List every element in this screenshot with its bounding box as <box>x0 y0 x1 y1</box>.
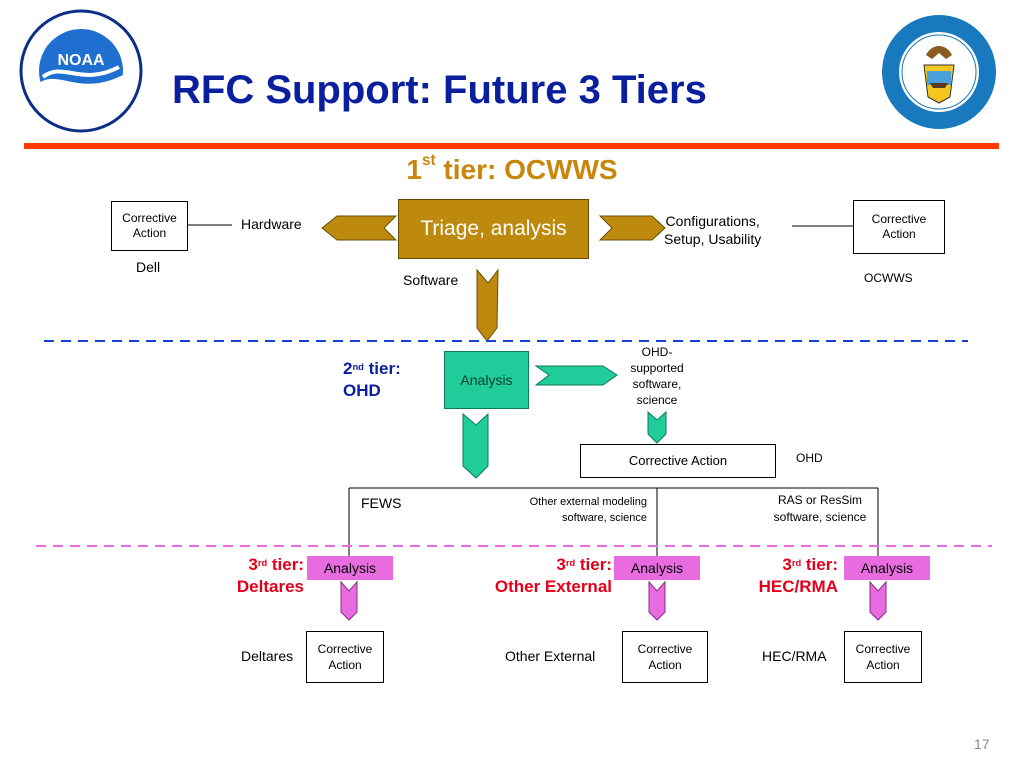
tier3-other-external-analysis: Analysis <box>614 556 700 580</box>
other-external-owner-label: Other External <box>505 648 596 664</box>
hardware-label: Hardware <box>241 216 302 232</box>
ohd-owner-label: OHD <box>796 451 823 465</box>
title-divider <box>24 143 999 149</box>
hec-arrow <box>869 580 887 621</box>
tier3-deltares-label: 3rd tier: Deltares <box>236 555 304 596</box>
ohd-supported-label: OHD- supported software, science <box>630 345 684 407</box>
software-label: Software <box>403 272 459 288</box>
tier3-deltares-analysis: Analysis <box>307 556 393 580</box>
tier3-hec-analysis: Analysis <box>844 556 930 580</box>
right-owner-label: OCWWS <box>864 271 913 285</box>
hec-owner-label: HEC/RMA <box>762 648 827 664</box>
ohd-action-arrow <box>647 410 667 444</box>
page-number: 17 <box>974 736 990 752</box>
tier2-label: 2nd tier: OHD <box>343 359 401 400</box>
slide-title: RFC Support: Future 3 Tiers <box>172 68 707 112</box>
deltares-owner-label: Deltares <box>241 648 294 664</box>
config-label: Configurations,Setup, Usability <box>664 213 762 247</box>
tier3-hec-label: 3rd tier: HEC/RMA <box>758 555 838 596</box>
fews-label: FEWS <box>361 495 402 511</box>
deltares-arrow <box>340 580 358 621</box>
ohd-corrective-action: Corrective Action <box>580 444 776 478</box>
tier1-heading: 1st tier: OCWWS <box>406 152 618 185</box>
noaa-logo: NOAA <box>19 9 143 133</box>
doc-logo <box>880 13 998 131</box>
other-external-arrow <box>648 580 666 621</box>
software-arrow <box>476 268 499 342</box>
tier3-other-external-label: 3rd tier: Other External <box>494 555 612 596</box>
left-vendor-label: Dell <box>136 259 161 275</box>
noaa-logo-text: NOAA <box>57 52 105 69</box>
config-arrow <box>598 215 666 241</box>
tier2-analysis-box: Analysis <box>444 351 529 409</box>
triage-box: Triage, analysis <box>398 199 589 259</box>
tier2-down-arrow <box>462 412 489 479</box>
ohd-supported-arrow <box>534 365 618 386</box>
hardware-arrow <box>321 215 398 241</box>
